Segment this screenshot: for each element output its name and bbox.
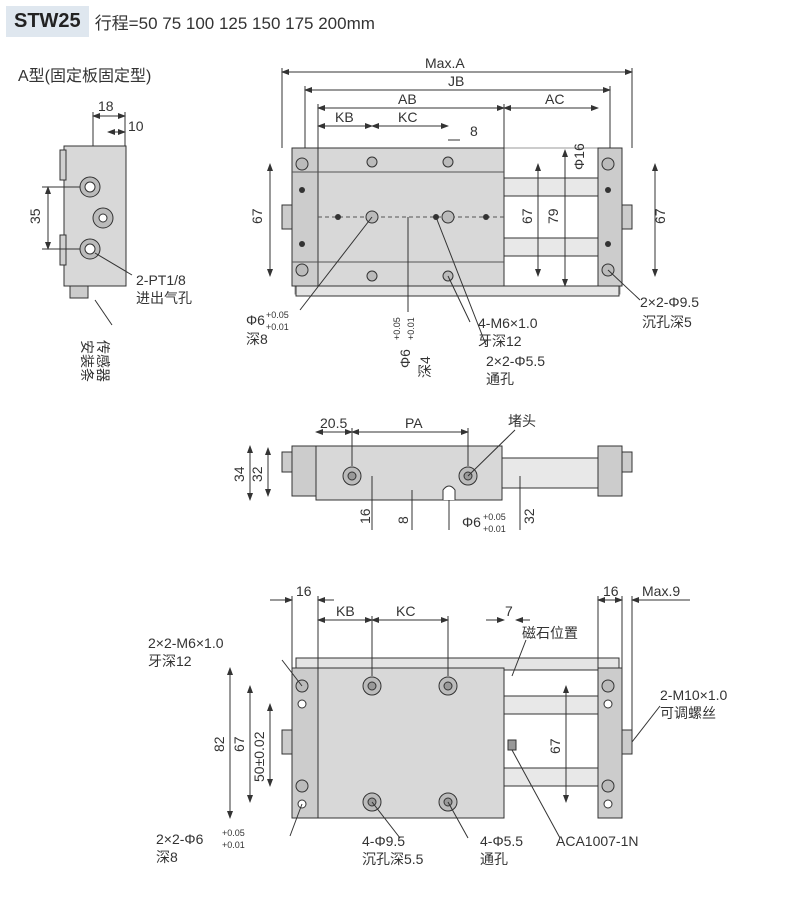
front-dim-32b: 32 [521,508,537,524]
bottom-m10-label: 2-M10×1.0 [660,687,728,703]
bottom-dim-7: 7 [505,603,513,619]
top-dim-kc: KC [398,109,417,125]
front-phi6-tol-minus: +0.01 [483,524,506,534]
front-dim-pa: PA [405,415,423,431]
top-dim-jb: JB [448,73,464,89]
top-phi6b-tol-minus: +0.01 [406,317,416,340]
side-sensor-sub: 安装条 [79,340,95,382]
side-sensor-label: 传感器 [95,340,111,382]
subtitle: A型(固定板固定型) [18,68,152,85]
bottom-dim-82: 82 [211,736,227,752]
bottom-phi95-sub: 沉孔深5.5 [362,851,424,867]
bottom-m10-sub: 可调螺丝 [660,705,716,721]
side-view [42,112,133,326]
top-dim-67-inner: 67 [519,208,535,224]
top-phi55-label: 2×2-Φ5.5 [486,353,545,369]
bottom-m6-sub: 牙深12 [148,653,192,669]
front-phi6-label: Φ6 [462,514,481,530]
model-title: STW25 [6,5,89,37]
top-m6-label: 4-M6×1.0 [478,315,538,331]
bottom-dim-kb: KB [336,603,355,619]
top-phi6-tol-plus: +0.05 [266,310,289,320]
top-dim-79: 79 [545,208,561,224]
bottom-dim-67-right: 67 [547,738,563,754]
top-phi6-label: Φ6 [246,312,265,328]
bottom-magnet-label: 磁石位置 [522,625,578,641]
bottom-phi6-tol-plus: +0.05 [222,828,245,838]
bottom-phi95-label: 4-Φ9.5 [362,833,405,849]
bottom-dim-16-right: 16 [603,583,619,599]
top-phi95-label: 2×2-Φ9.5 [640,294,699,310]
bottom-view [227,596,690,839]
bottom-phi6-label: 2×2-Φ6 [156,831,204,847]
bottom-dim-67: 67 [231,736,247,752]
top-phi6-tol-minus: +0.01 [266,322,289,332]
bottom-phi55-sub: 通孔 [480,851,508,867]
bottom-aca-label: ACA1007-1N [556,833,639,849]
top-dim-ab: AB [398,91,417,107]
bottom-m6-label: 2×2-M6×1.0 [148,635,224,651]
top-deep8: 深8 [246,331,268,347]
front-dim-16: 16 [357,508,373,524]
top-dim-maxA: Max.A [425,55,465,71]
front-phi6-tol-plus: +0.05 [483,512,506,522]
front-dim-34: 34 [231,466,247,482]
bottom-phi6-tol-minus: +0.01 [222,840,245,850]
header: STW25 行程=50 75 100 125 150 175 200mm [6,4,375,38]
top-deep4: 深4 [417,356,433,378]
stroke-list: 行程=50 75 100 125 150 175 200mm [94,13,375,33]
bottom-phi55-label: 4-Φ5.5 [480,833,523,849]
front-plug-label: 堵头 [508,413,536,429]
side-port-sub: 进出气孔 [136,290,192,306]
top-dim-ac: AC [545,91,564,107]
bottom-dim-kc: KC [396,603,415,619]
side-port-label: 2-PT1/8 [136,272,186,288]
front-dim-20-5: 20.5 [320,415,347,431]
top-dim-phi16: Φ16 [571,143,587,170]
front-dim-32: 32 [249,466,265,482]
bottom-dim-max9: Max.9 [642,583,680,599]
bottom-deep8: 深8 [156,849,178,865]
top-dim-kb: KB [335,109,354,125]
top-dim-67-right: 67 [652,208,668,224]
top-phi55-sub: 通孔 [486,371,514,387]
bottom-dim-50: 50±0.02 [251,731,267,782]
top-phi6b-tol-plus: +0.05 [392,317,402,340]
top-view [267,68,658,346]
top-dim-8: 8 [470,123,478,139]
top-phi95-sub: 沉孔深5 [642,314,692,330]
side-dim-18: 18 [98,98,114,114]
side-dim-10: 10 [128,118,144,134]
top-dim-67-left: 67 [249,208,265,224]
front-view [247,428,633,530]
top-phi6b-label: Φ6 [397,349,413,368]
front-dim-8: 8 [395,516,411,524]
top-m6-sub: 牙深12 [478,333,522,349]
side-dim-35: 35 [27,208,43,224]
bottom-dim-16-left: 16 [296,583,312,599]
